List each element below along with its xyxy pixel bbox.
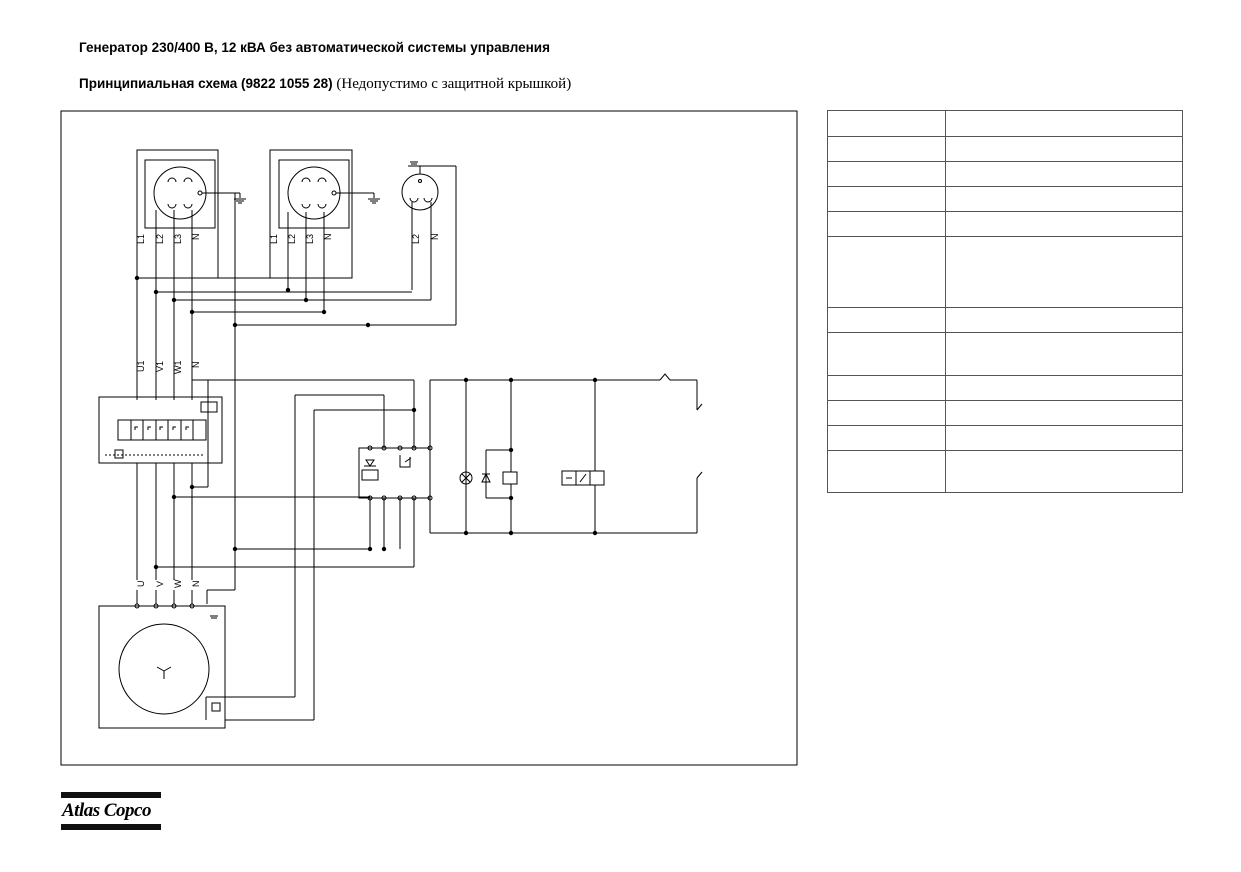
alternator-label: V bbox=[155, 581, 165, 587]
alternator-label: N bbox=[191, 581, 201, 588]
legend-row bbox=[827, 400, 1183, 426]
legend-row bbox=[827, 425, 1183, 451]
legend-row bbox=[827, 236, 1183, 308]
alternator-labels: U V W N bbox=[136, 579, 201, 588]
legend-desc bbox=[945, 375, 1183, 401]
diagram-subtitle: Принципиальная схема (9822 1055 28) (Нед… bbox=[79, 76, 571, 93]
socket-3-labels: L2 N bbox=[411, 234, 440, 245]
legend-ref bbox=[827, 211, 946, 237]
legend-ref bbox=[827, 332, 946, 376]
socket-1-label: N bbox=[191, 234, 201, 241]
legend-row bbox=[827, 110, 1183, 137]
diagram-subtitle-note: (Недопустимо с защитной крышкой) bbox=[336, 76, 572, 92]
legend-ref bbox=[827, 136, 946, 162]
control-relay bbox=[358, 447, 431, 499]
legend-desc bbox=[945, 400, 1183, 426]
socket-2-labels: L1 L2 L3 N bbox=[269, 234, 333, 245]
legend-desc bbox=[945, 307, 1183, 333]
legend-row bbox=[827, 307, 1183, 333]
legend-desc bbox=[945, 211, 1183, 237]
legend-desc bbox=[945, 425, 1183, 451]
socket-3-label: L2 bbox=[411, 234, 421, 244]
legend-row bbox=[827, 186, 1183, 212]
socket-2-label: N bbox=[323, 234, 333, 241]
atlas-copco-logo: Atlas Copco bbox=[61, 792, 161, 830]
socket-3-label: N bbox=[430, 234, 440, 241]
legend-ref bbox=[827, 186, 946, 212]
alternator-label: U bbox=[136, 581, 146, 588]
logo-text: Atlas Copco bbox=[62, 800, 151, 821]
diagram-frame bbox=[60, 110, 798, 766]
legend-row bbox=[827, 211, 1183, 237]
legend-ref bbox=[827, 400, 946, 426]
breaker-label: W1 bbox=[173, 361, 183, 375]
legend-ref bbox=[827, 161, 946, 187]
socket-2-label: L3 bbox=[305, 234, 315, 244]
circuit-breaker bbox=[98, 396, 223, 464]
diagram-subtitle-bold: Принципиальная схема (9822 1055 28) bbox=[79, 76, 333, 91]
legend-ref bbox=[827, 307, 946, 333]
breaker-label: N bbox=[191, 362, 201, 369]
socket-1-label: L2 bbox=[155, 234, 165, 244]
logo-bar-bottom bbox=[61, 824, 161, 830]
legend-ref bbox=[827, 236, 946, 308]
relay-coil bbox=[502, 471, 518, 485]
breaker-label: U1 bbox=[136, 360, 146, 372]
legend-row bbox=[827, 375, 1183, 401]
legend-row bbox=[827, 161, 1183, 187]
legend-row bbox=[827, 136, 1183, 162]
alternator-label: W bbox=[173, 579, 183, 588]
socket-1-labels: L1 L2 L3 N bbox=[136, 234, 201, 245]
legend-desc bbox=[945, 136, 1183, 162]
socket-1-label: L1 bbox=[136, 234, 146, 244]
legend-ref bbox=[827, 425, 946, 451]
legend-row bbox=[827, 332, 1183, 376]
alternator bbox=[98, 605, 226, 729]
page-title: Генератор 230/400 В, 12 кВА без автомати… bbox=[79, 40, 550, 55]
legend-row bbox=[827, 450, 1183, 493]
breaker-labels: U1 V1 W1 N bbox=[136, 360, 201, 374]
legend-desc bbox=[945, 236, 1183, 308]
socket-2-label: L2 bbox=[287, 234, 297, 244]
logo-bar-top bbox=[61, 792, 161, 798]
socket-2-label: L1 bbox=[269, 234, 279, 244]
legend-desc bbox=[945, 186, 1183, 212]
legend-ref bbox=[827, 375, 946, 401]
legend-desc bbox=[945, 332, 1183, 376]
legend-desc bbox=[945, 450, 1183, 493]
legend-ref bbox=[827, 110, 946, 137]
socket-2 bbox=[269, 149, 380, 279]
legend-desc bbox=[945, 161, 1183, 187]
legend-table bbox=[827, 110, 1183, 493]
legend-ref bbox=[827, 450, 946, 493]
socket-3 bbox=[401, 161, 457, 325]
socket-1-label: L3 bbox=[173, 234, 183, 244]
legend-desc bbox=[945, 110, 1183, 137]
breaker-label: V1 bbox=[155, 361, 165, 372]
